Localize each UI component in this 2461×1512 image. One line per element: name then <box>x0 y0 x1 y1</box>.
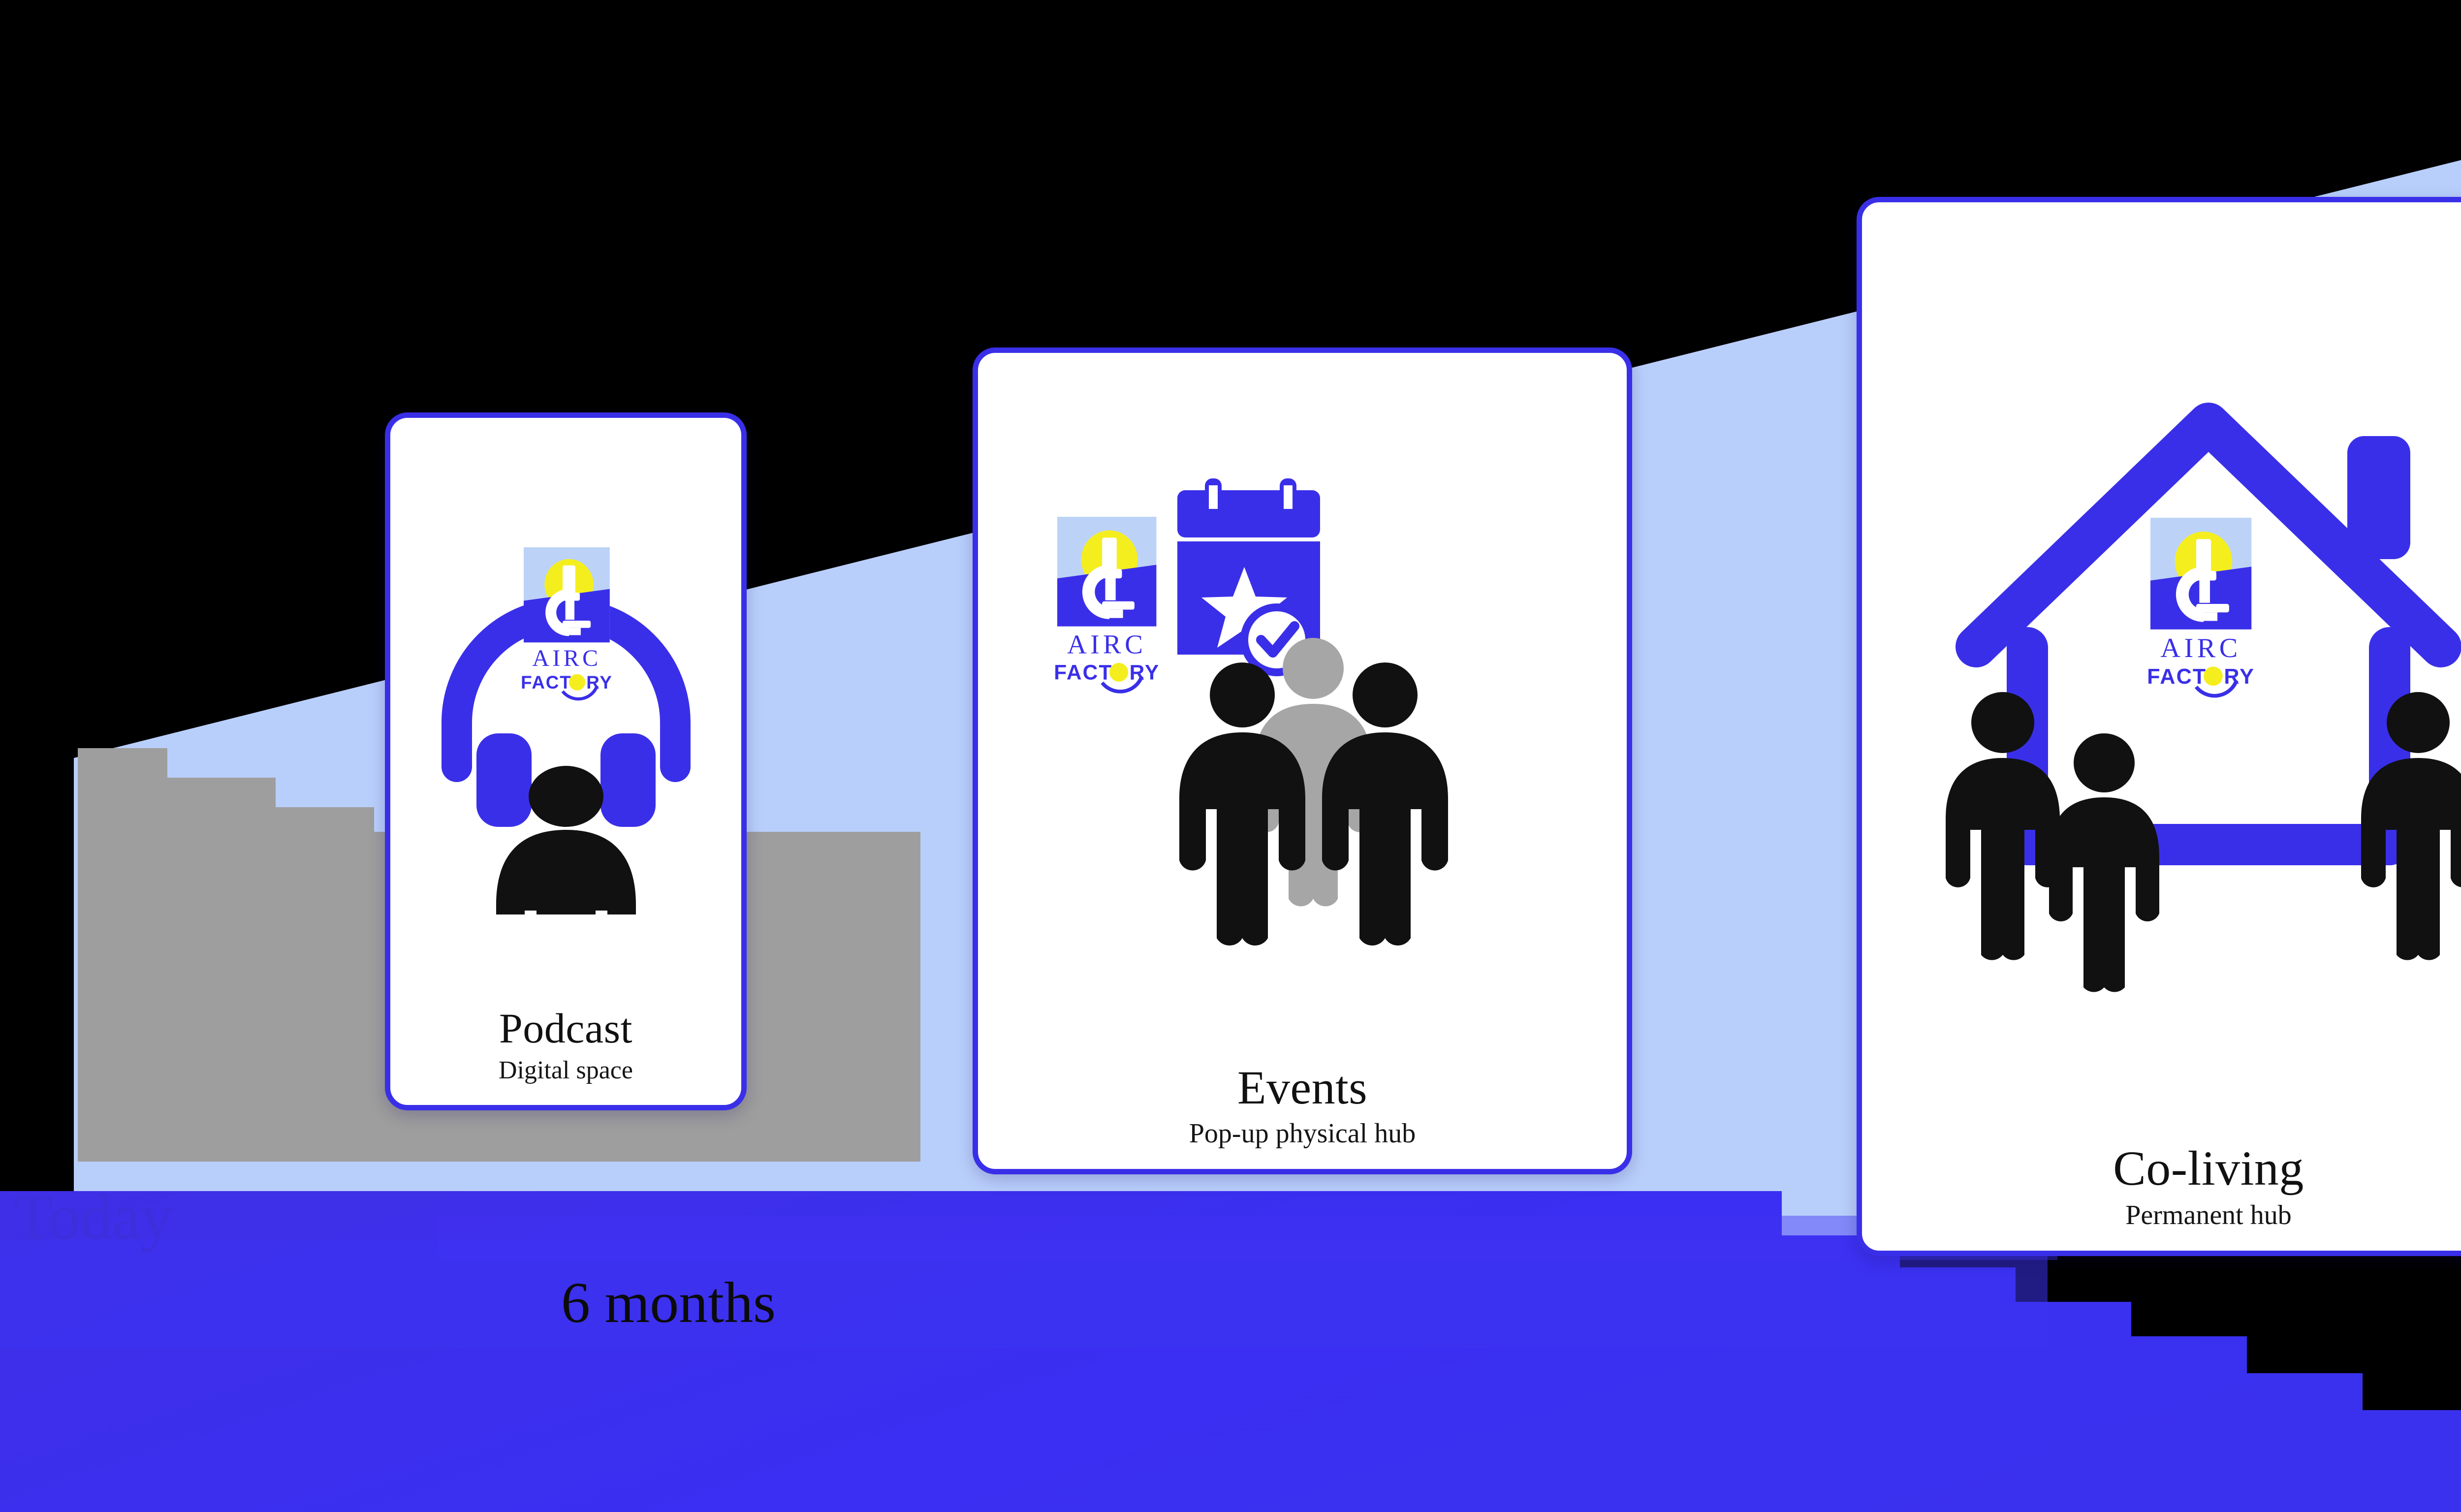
events-caption: Events Pop-up physical hub <box>978 1064 1627 1169</box>
logo-factory-text: FACTORY <box>2147 665 2255 689</box>
podcast-caption: Podcast Digital space <box>390 1007 741 1105</box>
chimney <box>2347 436 2410 559</box>
coliving-caption: Co-living Permanent hub <box>1862 1144 2461 1251</box>
coliving-title: Co-living <box>2113 1141 2304 1196</box>
podcast-artwork: AIRC FACTORY <box>390 418 741 1007</box>
timeline-today-label: Today <box>14 1182 173 1253</box>
people-group-icon <box>1946 692 2461 992</box>
logo-factory-text: FACTORY <box>1054 661 1160 684</box>
logo-airc-text: AIRC <box>2160 633 2241 663</box>
podcast-title: Podcast <box>499 1005 633 1052</box>
headphones-person-icon: AIRC FACTORY <box>441 547 691 914</box>
card-coliving[interactable]: AIRC FACTORY <box>1857 197 2461 1256</box>
logo-factory-text: FACTORY <box>521 672 613 693</box>
timeline-six-months-label: 6 months <box>561 1270 776 1335</box>
events-artwork: AIRC FACTORY <box>978 353 1627 1064</box>
events-title: Events <box>1237 1061 1368 1114</box>
podcast-subtitle: Digital space <box>499 1056 633 1085</box>
events-subtitle: Pop-up physical hub <box>1189 1118 1416 1149</box>
people-group-icon <box>1179 637 1448 945</box>
logo-airc-text: AIRC <box>532 645 601 671</box>
coliving-subtitle: Permanent hub <box>2125 1200 2292 1231</box>
logo-airc-text: AIRC <box>1067 629 1146 659</box>
calendar-icon <box>1177 478 1320 676</box>
house-outline <box>1956 402 2461 865</box>
coliving-artwork: AIRC FACTORY <box>1862 202 2461 1144</box>
card-events[interactable]: AIRC FACTORY <box>973 347 1632 1174</box>
card-podcast[interactable]: AIRC FACTORY Podcast Digital space <box>385 412 747 1110</box>
calendar-star-check-people-icon: AIRC FACTORY <box>1054 478 1448 945</box>
house-people-icon: AIRC FACTORY <box>1946 402 2461 992</box>
